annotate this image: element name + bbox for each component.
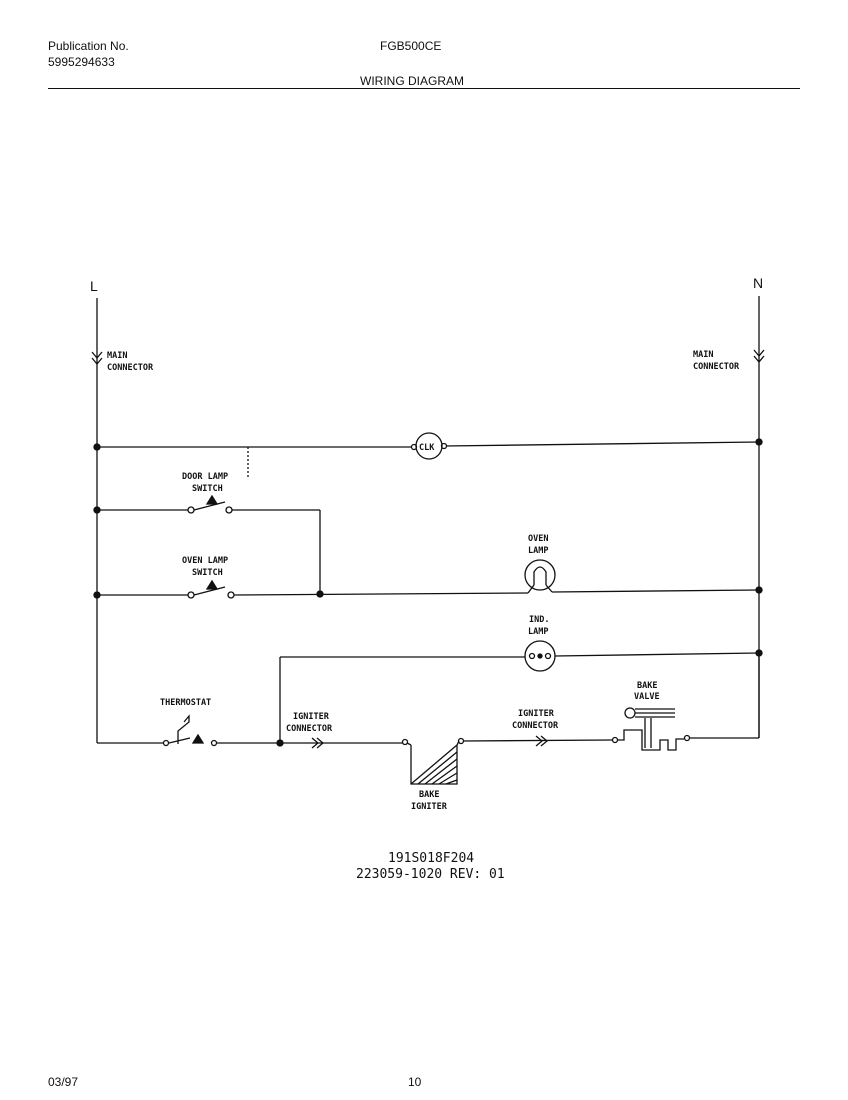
bake-igniter (401, 737, 465, 785)
igniter-connector-left-label-1: IGNITER (293, 712, 330, 722)
clock-circuit (93, 438, 763, 478)
igniter-connector-right (535, 735, 549, 747)
line-rail (91, 298, 103, 743)
footer-date: 03/97 (48, 1075, 79, 1089)
oven-lamp-switch-label-2: SWITCH (192, 568, 223, 578)
bake-valve-label-1: BAKE (637, 681, 657, 691)
ind-lamp-label-2: LAMP (528, 627, 548, 637)
bake-circuit (97, 653, 760, 747)
diagram-code-1: 191S018F204 (388, 851, 475, 866)
door-lamp-switch-circuit (93, 494, 321, 594)
diagram-code-2: 223059-1020 REV: 01 (356, 867, 505, 882)
oven-lamp-switch-circuit (93, 579, 763, 599)
main-connector-right-label-1: MAIN (693, 350, 713, 360)
clock-motor: CLK (415, 432, 443, 460)
igniter-connector-left-label-2: CONNECTOR (286, 724, 333, 734)
section-title: WIRING DIAGRAM (360, 74, 464, 88)
bake-igniter-label-2: IGNITER (411, 802, 448, 812)
igniter-connector-right-label-1: IGNITER (518, 709, 555, 719)
neutral-rail-label: N (753, 275, 763, 291)
line-rail-label: L (90, 278, 98, 294)
model-number: FGB500CE (380, 39, 442, 53)
oven-lamp-switch-label-1: OVEN LAMP (182, 556, 228, 566)
thermostat (177, 714, 205, 744)
page-number: 10 (408, 1075, 422, 1089)
main-connector-left-label-1: MAIN (107, 351, 127, 361)
igniter-connector-left (311, 737, 325, 749)
oven-lamp-label-2: LAMP (528, 546, 548, 556)
door-lamp-switch-label-1: DOOR LAMP (182, 472, 228, 482)
ind-lamp (524, 640, 556, 672)
oven-lamp-label-1: OVEN (528, 534, 548, 544)
clock-label: CLK (419, 443, 435, 453)
thermostat-label: THERMOSTAT (160, 698, 211, 708)
publication-number: 5995294633 (48, 55, 115, 69)
publication-label: Publication No. (48, 39, 129, 53)
bake-valve (611, 707, 691, 751)
door-lamp-switch-label-2: SWITCH (192, 484, 223, 494)
igniter-connector-right-label-2: CONNECTOR (512, 721, 559, 731)
oven-lamp (524, 559, 556, 594)
main-connector-left-label-2: CONNECTOR (107, 363, 154, 373)
main-connector-right-label-2: CONNECTOR (693, 362, 740, 372)
bake-valve-label-2: VALVE (634, 692, 660, 702)
ind-lamp-label-1: IND. (529, 615, 549, 625)
bake-igniter-label-1: BAKE (419, 790, 439, 800)
header-rule (48, 88, 800, 89)
